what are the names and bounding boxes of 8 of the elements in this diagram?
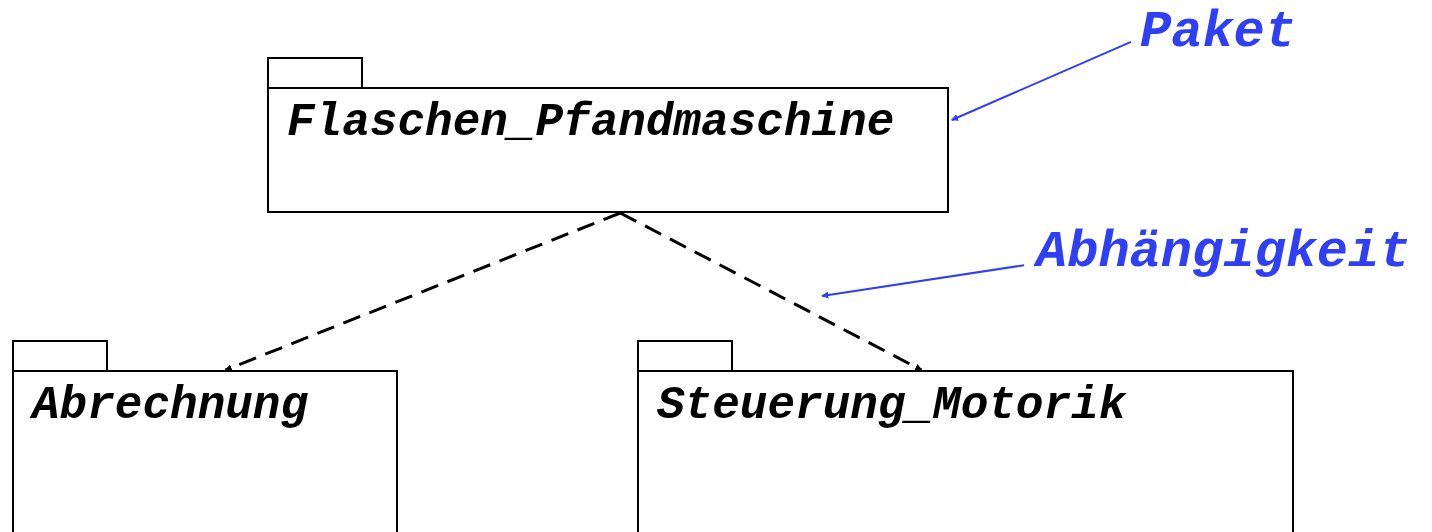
package-name: Steuerung_Motorik bbox=[657, 379, 1127, 434]
annotation-text: Paket bbox=[1140, 6, 1298, 60]
package-name: Abrechnung bbox=[32, 379, 309, 434]
dependency-arrow bbox=[619, 211, 923, 372]
leader-arrow bbox=[950, 40, 1132, 121]
leader-arrow bbox=[821, 264, 1026, 299]
dependency-arrow bbox=[224, 211, 621, 372]
package-name: Flaschen_Pfandmaschine bbox=[287, 96, 895, 151]
